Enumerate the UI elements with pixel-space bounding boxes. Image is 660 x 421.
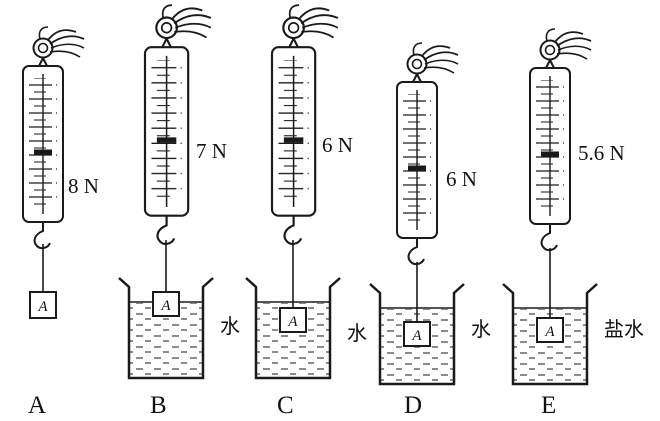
spring-scale xyxy=(397,43,458,264)
setup-caption: E xyxy=(541,392,556,419)
setup-a: 8 N A A xyxy=(23,27,99,419)
object-block xyxy=(279,307,307,333)
spring-scale xyxy=(23,27,84,248)
reading-label: 7 N xyxy=(196,139,227,163)
reading-label: 5.6 N xyxy=(578,141,625,165)
setup-caption: A xyxy=(28,392,46,419)
setup-b: 7 N A 水 B xyxy=(117,5,240,419)
setup-caption: B xyxy=(150,392,167,419)
reading-label: 6 N xyxy=(322,133,353,157)
object-block xyxy=(536,317,564,343)
liquid-label: 水 xyxy=(220,315,240,338)
liquid-label: 水 xyxy=(347,322,367,345)
setup-e: 5.6 N A 盐水 E xyxy=(501,29,644,419)
liquid-label: 盐水 xyxy=(604,318,644,341)
object-label: A xyxy=(411,328,422,344)
setup-caption: D xyxy=(404,392,422,419)
object-label: A xyxy=(37,299,48,315)
object-block xyxy=(403,321,431,347)
setup-caption: C xyxy=(277,392,294,419)
setup-c: 6 N A 水 C xyxy=(244,5,367,419)
spring-scale xyxy=(530,29,591,250)
object-block xyxy=(152,291,180,317)
object-block xyxy=(29,291,57,319)
object-label: A xyxy=(160,298,171,314)
spring-scale xyxy=(145,5,211,244)
reading-label: 6 N xyxy=(446,167,477,191)
reading-label: 8 N xyxy=(68,174,99,198)
spring-scale xyxy=(272,5,338,244)
object-label: A xyxy=(287,314,298,330)
setup-d: 6 N A 水 D xyxy=(368,43,491,419)
object-label: A xyxy=(544,324,555,340)
liquid-label: 水 xyxy=(471,318,491,341)
